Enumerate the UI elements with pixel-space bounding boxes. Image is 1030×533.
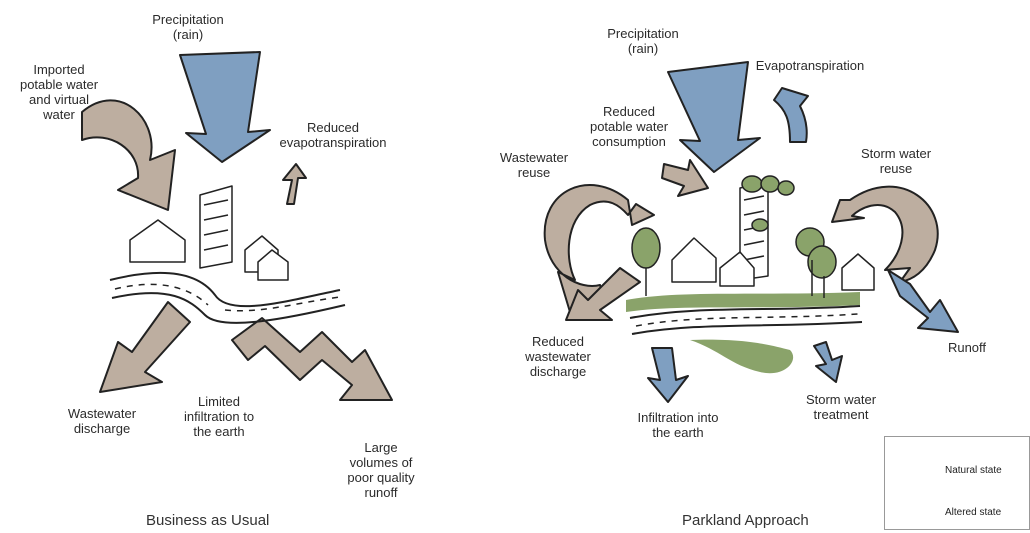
label-runoff: Runoff bbox=[947, 340, 987, 355]
precipitation-arrow-left bbox=[179, 51, 271, 163]
label-large-runoff: Large volumes of poor quality runoff bbox=[347, 440, 415, 500]
caption-business-as-usual: Business as Usual bbox=[146, 512, 270, 529]
label-storm-water-reuse: Storm water reuse bbox=[860, 146, 932, 176]
legend-natural-label: Natural state bbox=[945, 465, 1002, 476]
reduced-wastewater-arrow bbox=[565, 267, 641, 321]
label-wastewater-reuse: Wastewater reuse bbox=[499, 150, 569, 180]
infiltration-arrow bbox=[647, 347, 689, 403]
storm-treatment-arrow bbox=[813, 341, 843, 383]
city-sketch-left bbox=[109, 185, 346, 324]
label-wastewater-discharge: Wastewater discharge bbox=[67, 406, 137, 436]
legend-box: Natural state Altered state bbox=[884, 436, 1030, 530]
label-reduced-potable: Reduced potable water consumption bbox=[589, 104, 669, 149]
park-sketch-right bbox=[626, 175, 875, 374]
imported-water-arrow bbox=[81, 99, 176, 211]
legend-altered-label: Altered state bbox=[945, 507, 1002, 518]
large-runoff-arrow bbox=[231, 317, 393, 401]
label-imported-water: Imported potable water and virtual water bbox=[19, 62, 99, 122]
label-limited-infiltration: Limited infiltration to the earth bbox=[183, 394, 255, 439]
runoff-arrow bbox=[887, 269, 959, 333]
evapotranspiration-arrow bbox=[773, 87, 809, 143]
wastewater-discharge-arrow bbox=[99, 301, 191, 393]
label-storm-water-treatment: Storm water treatment bbox=[805, 392, 877, 422]
label-reduced-evapotranspiration: Reduced evapotranspiration bbox=[279, 120, 387, 150]
storm-reuse-arrow bbox=[831, 185, 939, 283]
label-reduced-wastewater: Reduced wastewater discharge bbox=[525, 334, 591, 379]
reduced-evap-arrow bbox=[282, 163, 307, 205]
precipitation-arrow-right bbox=[667, 61, 761, 173]
reduced-potable-arrow bbox=[661, 159, 709, 197]
label-evapotranspiration: Evapotranspiration bbox=[755, 58, 865, 73]
label-infiltration: Infiltration into the earth bbox=[637, 410, 719, 440]
label-precipitation-right: Precipitation (rain) bbox=[607, 26, 679, 56]
caption-parkland-approach: Parkland Approach bbox=[682, 512, 809, 529]
label-precipitation-left: Precipitation (rain) bbox=[152, 12, 224, 42]
